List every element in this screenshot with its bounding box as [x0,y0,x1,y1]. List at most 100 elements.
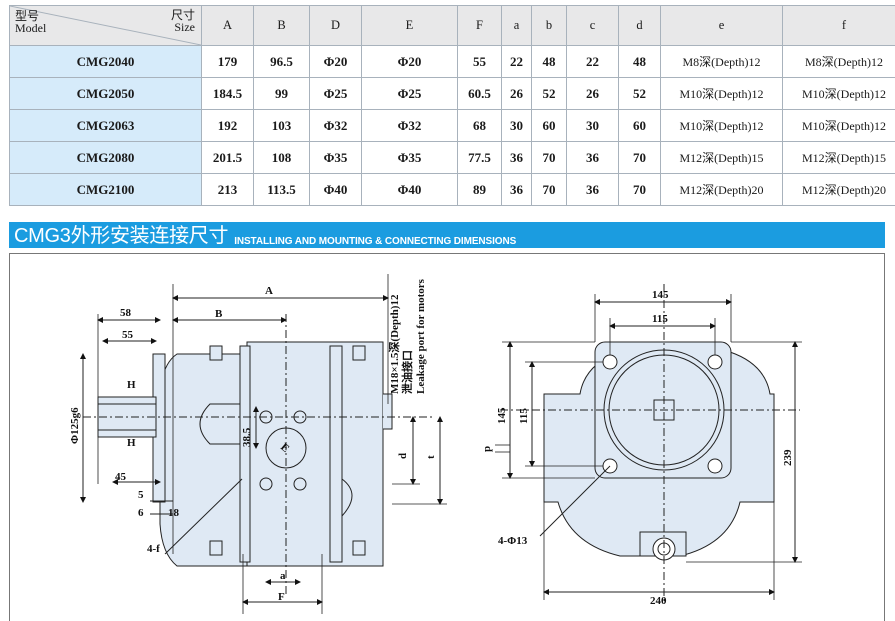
cell-B: 99 [253,77,310,110]
dim-5: 5 [138,489,144,501]
dim-A: A [265,285,273,297]
cell-d: 70 [618,173,661,206]
section-banner: CMG3外形安装连接尺寸 INSTALLING AND MOUNTING & C… [9,222,885,248]
cell-e: M12深(Depth)15 [660,141,783,174]
cell-a: 36 [501,141,532,174]
cell-E: Φ40 [361,173,458,206]
col-header-c: c [566,5,619,46]
cell-c: 22 [566,45,619,78]
model-cell: CMG2063 [9,109,202,142]
cell-A: 192 [201,109,254,142]
dim-6: 6 [138,507,144,519]
cell-b: 60 [531,109,567,142]
front-view [495,284,802,604]
dimension-drawing: A B 58 55 Φ125g6 H H 45 5 6 18 4-f 38.5 … [9,253,885,621]
cell-f: M12深(Depth)15 [782,141,895,174]
front-view-labels: 145 115 145 115 p 239 240 4-Φ13 [481,289,794,607]
cell-F: 89 [457,173,502,206]
cell-e: M10深(Depth)12 [660,77,783,110]
cell-d: 52 [618,77,661,110]
col-header-f: f [782,5,895,46]
model-cell: CMG2100 [9,173,202,206]
dim-F: F [278,591,285,603]
cell-d: 48 [618,45,661,78]
cell-B: 96.5 [253,45,310,78]
dim-front-240: 240 [650,595,667,607]
cell-a: 36 [501,173,532,206]
cell-A: 179 [201,45,254,78]
cell-b: 48 [531,45,567,78]
col-header-F: F [457,5,502,46]
cell-D: Φ40 [309,173,362,206]
cell-a: 30 [501,109,532,142]
cell-B: 108 [253,141,310,174]
cell-B: 103 [253,109,310,142]
dim-a: a [280,570,286,582]
dim-shaft: Φ125g6 [69,407,81,444]
cell-A: 213 [201,173,254,206]
dim-front-239: 239 [782,449,794,466]
dim-58: 58 [120,307,132,319]
dim-front-v145: 145 [496,407,508,424]
cell-E: Φ25 [361,77,458,110]
cell-b: 70 [531,173,567,206]
cell-E: Φ35 [361,141,458,174]
cell-F: 60.5 [457,77,502,110]
model-cell: CMG2050 [9,77,202,110]
dim-d: d [397,453,409,459]
cell-f: M12深(Depth)20 [782,173,895,206]
dim-key-H2: H [127,437,136,449]
dim-front-p: p [481,446,493,452]
col-header-b: b [531,5,567,46]
dim-18: 18 [168,507,180,519]
cell-a: 22 [501,45,532,78]
cell-c: 36 [566,141,619,174]
cell-c: 36 [566,173,619,206]
cell-d: 70 [618,141,661,174]
side-view [80,274,447,614]
col-header-A: A [201,5,254,46]
cell-E: Φ20 [361,45,458,78]
dim-55: 55 [122,329,134,341]
cell-F: 68 [457,109,502,142]
side-view-labels: A B 58 55 Φ125g6 H H 45 5 6 18 4-f 38.5 … [69,278,437,603]
cell-b: 52 [531,77,567,110]
col-header-e: e [660,5,783,46]
dim-t: t [425,455,437,459]
cell-f: M10深(Depth)12 [782,109,895,142]
dim-front-holes: 4-Φ13 [498,535,528,547]
leak-port-label-cn: 泄油接口 [400,350,414,394]
cell-a: 26 [501,77,532,110]
cell-D: Φ20 [309,45,362,78]
model-cell: CMG2080 [9,141,202,174]
col-header-d: d [618,5,661,46]
cell-b: 70 [531,141,567,174]
cell-e: M10深(Depth)12 [660,109,783,142]
cell-D: Φ32 [309,109,362,142]
col-header-E: E [361,5,458,46]
dim-front-145: 145 [652,289,669,301]
dim-front-v115: 115 [518,408,530,424]
cell-f: M8深(Depth)12 [782,45,895,78]
cell-E: Φ32 [361,109,458,142]
cell-F: 77.5 [457,141,502,174]
dim-4f: 4-f [147,543,160,555]
banner-subtitle: INSTALLING AND MOUNTING & CONNECTING DIM… [234,236,517,247]
col-header-a: a [501,5,532,46]
cell-c: 26 [566,77,619,110]
dim-B: B [215,308,223,320]
leak-port-size: M18×1.5深(Depth)12 [387,294,401,394]
cell-e: M8深(Depth)12 [660,45,783,78]
cell-A: 201.5 [201,141,254,174]
cell-e: M12深(Depth)20 [660,173,783,206]
col-header-B: B [253,5,310,46]
cell-D: Φ35 [309,141,362,174]
